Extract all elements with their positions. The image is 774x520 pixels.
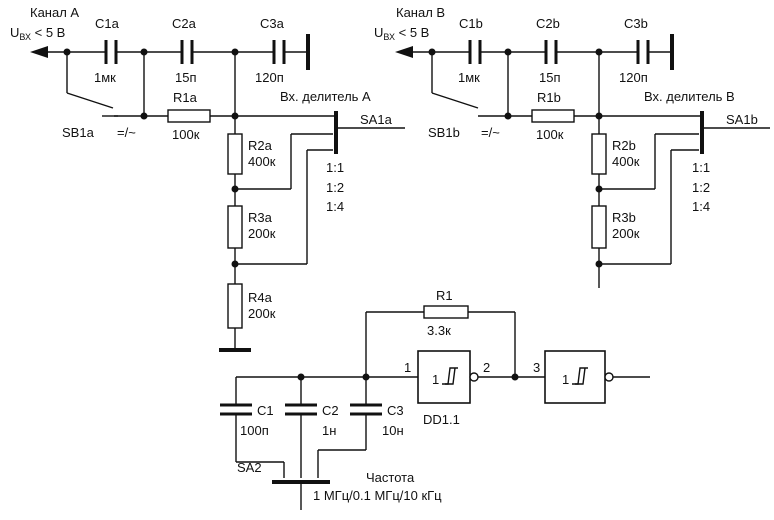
c1-value: 100п	[240, 423, 269, 438]
r1b-label: R1b	[537, 90, 561, 105]
ratio-a-3: 1:4	[326, 199, 344, 214]
c1a-value: 1мк	[94, 70, 116, 85]
r3b-label: R3b	[612, 210, 636, 225]
r2a-label: R2a	[248, 138, 273, 153]
c3b-value: 120п	[619, 70, 648, 85]
sa1a-label: SA1a	[360, 112, 393, 127]
channel-b-vin: UВХ < 5 В	[374, 25, 429, 42]
r4a-value: 200к	[248, 306, 276, 321]
sb1b-mode: =/~	[481, 125, 500, 140]
c3-value: 10н	[382, 423, 404, 438]
r1a-label: R1a	[173, 90, 198, 105]
c1a-label: C1a	[95, 16, 120, 31]
frequency-values: 1 МГц/0.1 МГц/10 кГц	[313, 488, 442, 503]
pin-1: 1	[404, 360, 411, 375]
ratio-b-3: 1:4	[692, 199, 710, 214]
c3b-label: C3b	[624, 16, 648, 31]
c2b-label: C2b	[536, 16, 560, 31]
sb1b-label: SB1b	[428, 125, 460, 140]
sa1b-label: SA1b	[726, 112, 758, 127]
ratio-b-1: 1:1	[692, 160, 710, 175]
r1-value: 3.3к	[427, 323, 451, 338]
r2b-label: R2b	[612, 138, 636, 153]
r1-label: R1	[436, 288, 453, 303]
c2a-label: C2a	[172, 16, 197, 31]
channel-a-title: Канал А	[30, 5, 79, 20]
sa2-label: SA2	[237, 460, 262, 475]
r3a-label: R3a	[248, 210, 273, 225]
c2-value: 1н	[322, 423, 336, 438]
ratio-b-2: 1:2	[692, 180, 710, 195]
sb1a-mode: =/~	[117, 125, 136, 140]
r2a-value: 400к	[248, 154, 276, 169]
channel-b: Канал В UВХ < 5 В C1b 1мк C2b 15п C3b 12…	[374, 5, 770, 288]
r1b-value: 100к	[536, 127, 564, 142]
c2a-value: 15п	[175, 70, 197, 85]
c3-label: C3	[387, 403, 404, 418]
input-arrow-b	[395, 46, 413, 58]
c3a-value: 120п	[255, 70, 284, 85]
channel-a: Канал А UВХ < 5 В C1a 1мк C2a 15п C3a 12…	[10, 5, 405, 352]
inverter-bubble-2	[604, 372, 614, 382]
c3a-label: C3a	[260, 16, 285, 31]
c1-label: C1	[257, 403, 274, 418]
channel-a-vin: UВХ < 5 В	[10, 25, 65, 42]
dd1-label: DD1.1	[423, 412, 460, 427]
r1a-value: 100к	[172, 127, 200, 142]
ratio-a-1: 1:1	[326, 160, 344, 175]
channel-b-title: Канал В	[396, 5, 445, 20]
sb1a-label: SB1a	[62, 125, 95, 140]
divider-a-label: Вх. делитель А	[280, 89, 371, 104]
schmitt-gate-dd1	[417, 350, 471, 404]
ratio-a-2: 1:2	[326, 180, 344, 195]
r4a-label: R4a	[248, 290, 273, 305]
r3a-value: 200к	[248, 226, 276, 241]
divider-b-label: Вх. делитель В	[644, 89, 735, 104]
pin-3: 3	[533, 360, 540, 375]
pin-2: 2	[483, 360, 490, 375]
input-arrow-a	[30, 46, 48, 58]
c2b-value: 15п	[539, 70, 561, 85]
c1b-label: C1b	[459, 16, 483, 31]
r2b-value: 400к	[612, 154, 640, 169]
schmitt-gate-2	[544, 350, 606, 404]
oscillator: 1 1 R1 3.3к 1 2 3 DD1	[220, 288, 650, 510]
r3b-value: 200к	[612, 226, 640, 241]
gate2-glyph: 1	[562, 372, 569, 387]
inverter-bubble-1	[469, 372, 479, 382]
gate1-glyph: 1	[432, 372, 439, 387]
frequency-label: Частота	[366, 470, 415, 485]
c2-label: C2	[322, 403, 339, 418]
c1b-value: 1мк	[458, 70, 480, 85]
